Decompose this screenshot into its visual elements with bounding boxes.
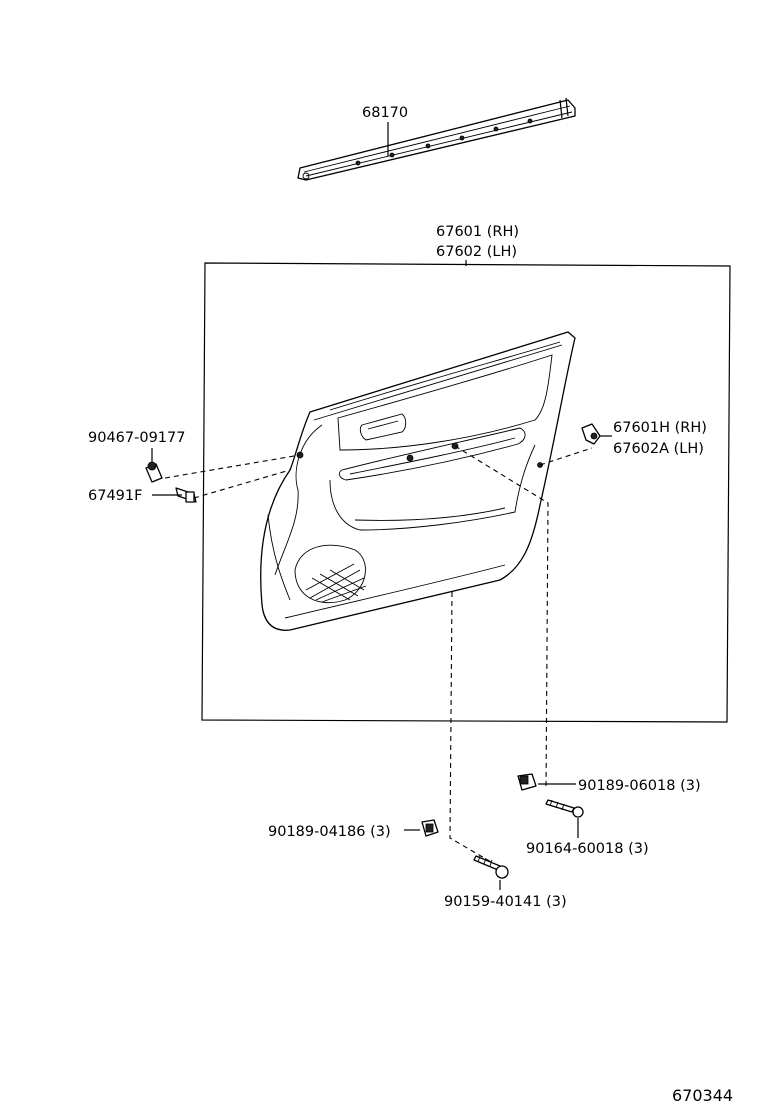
label-90159-40141: 90159-40141 (3) (444, 894, 567, 910)
screw-90467-09177-part (145, 461, 163, 483)
door-trim-board-part (260, 331, 576, 631)
label-67491f: 67491F (88, 488, 142, 504)
clip-67491f-part (175, 487, 197, 503)
clip-67601h-part (581, 423, 601, 445)
label-90467-09177: 90467-09177 (88, 430, 186, 446)
label-90164-60018: 90164-60018 (3) (526, 841, 649, 857)
label-90189-06018: 90189-06018 (3) (578, 778, 701, 794)
assembly-box (201, 262, 731, 723)
label-67602-lh: 67602 (LH) (436, 244, 517, 260)
label-68170: 68170 (362, 105, 408, 121)
label-67601h-rh: 67601H (RH) (613, 420, 707, 436)
clip-90189-06018-part (517, 773, 537, 791)
window-moulding-part (297, 97, 576, 181)
screw-90164-60018-part (545, 799, 584, 818)
label-67601-rh: 67601 (RH) (436, 224, 519, 240)
screw-90159-40141-part (473, 855, 509, 879)
clip-90189-04186-part (421, 819, 439, 837)
label-90189-04186: 90189-04186 (3) (268, 824, 391, 840)
speaker-grille (305, 563, 367, 603)
label-67602a-lh: 67602A (LH) (613, 441, 704, 457)
diagram-id: 670344 (672, 1086, 733, 1105)
